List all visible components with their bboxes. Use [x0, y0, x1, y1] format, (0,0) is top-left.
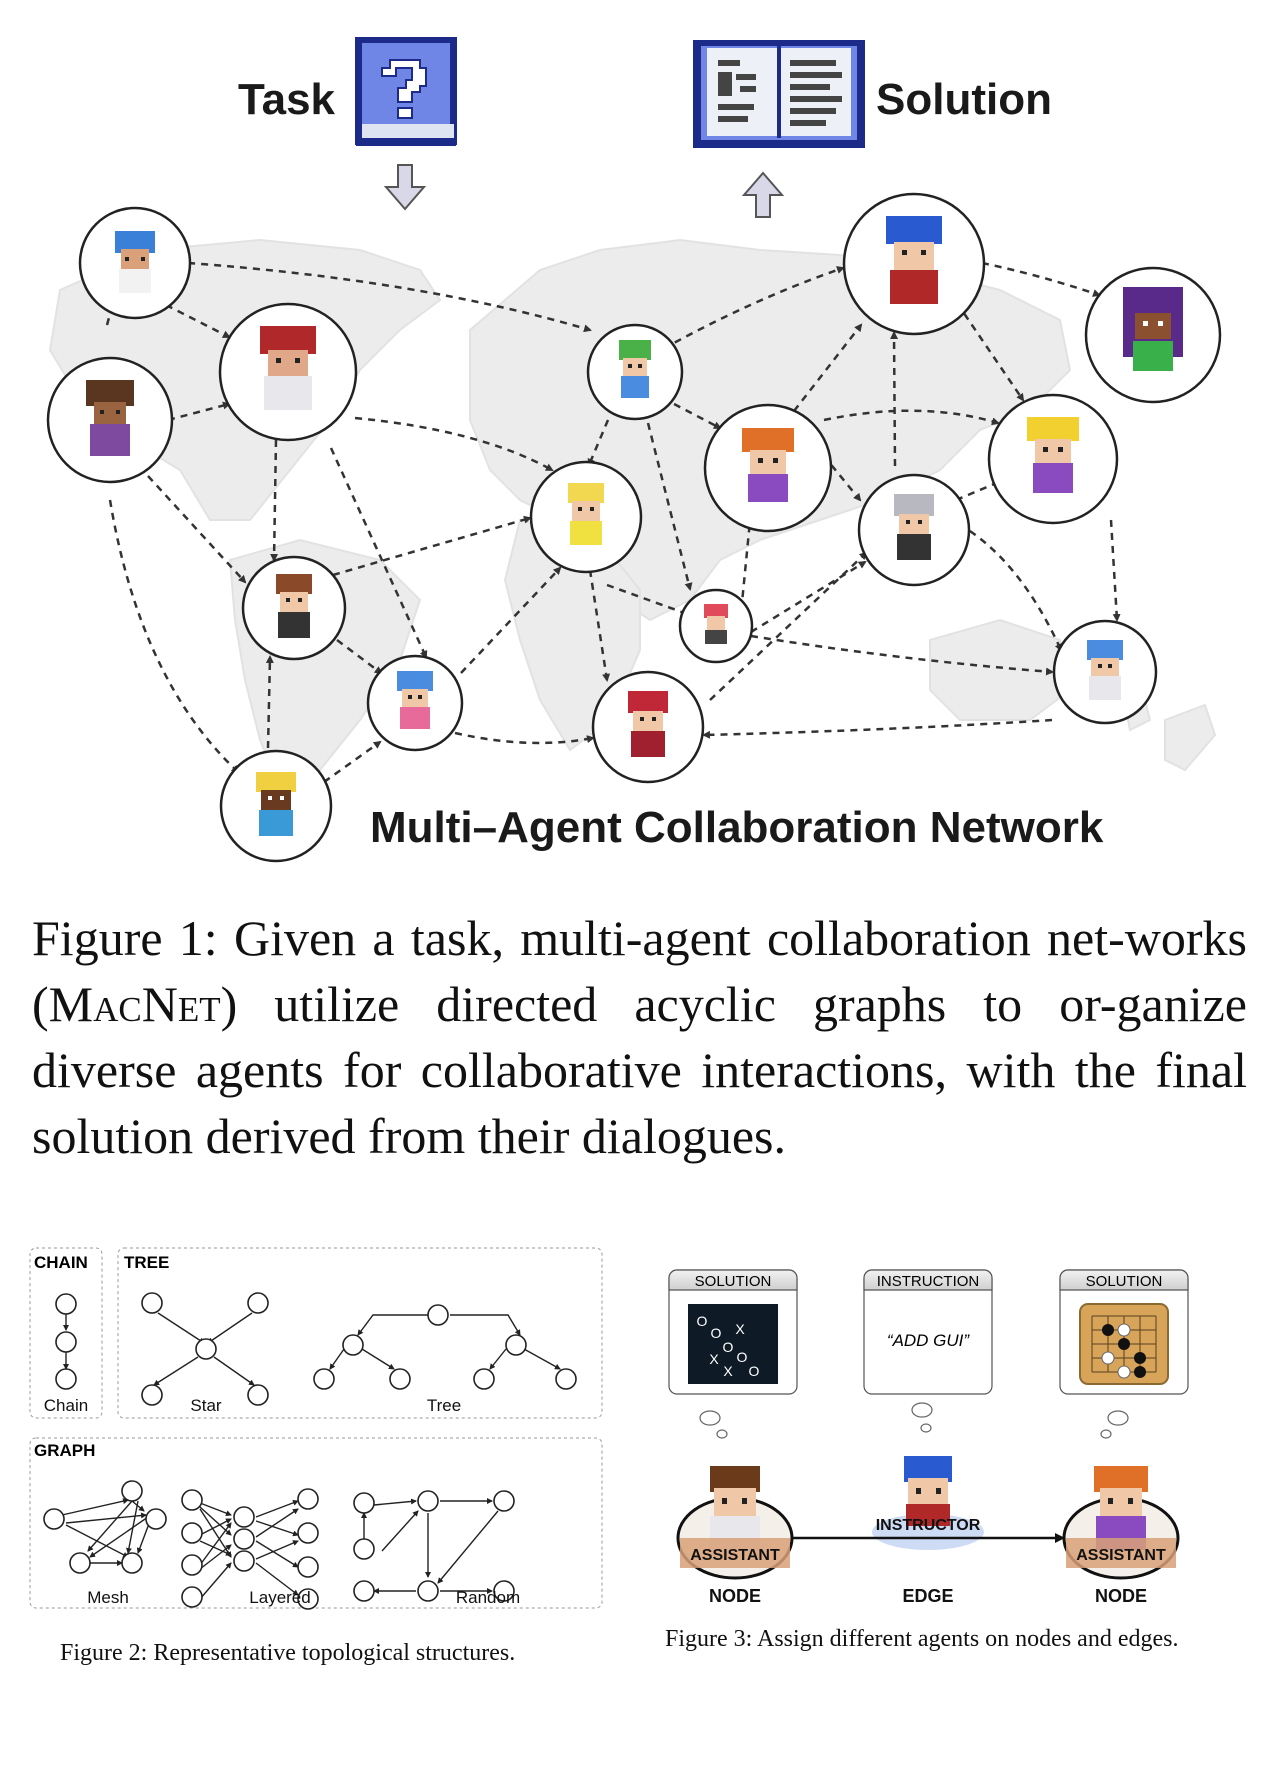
board-mark: O	[749, 1363, 760, 1379]
thought-bubble-icons	[699, 1402, 1129, 1439]
tree-panel	[117, 1247, 603, 1419]
chain-label: Chain	[44, 1396, 88, 1415]
task-label: Task	[238, 75, 336, 124]
macnet-name: MacNet	[48, 976, 221, 1032]
mesh-label: Mesh	[87, 1588, 129, 1607]
layered-node	[297, 1588, 319, 1610]
random-node	[417, 1580, 439, 1602]
random-label: Random	[456, 1588, 520, 1607]
random-node	[353, 1580, 375, 1602]
network-title: Multi–Agent Collaboration Network	[370, 803, 1104, 852]
mesh-node	[69, 1552, 91, 1574]
tree-node	[427, 1304, 449, 1326]
layered-node	[297, 1556, 319, 1578]
layered-node	[181, 1522, 203, 1544]
assistant-node-right: ASSISTANT	[1062, 1466, 1180, 1580]
layered-node	[181, 1489, 203, 1511]
tree-node	[342, 1334, 364, 1356]
caption-prefix: Figure 1: Given a task, multi-agent coll…	[32, 910, 1247, 1032]
board-mark: O	[723, 1339, 734, 1355]
assistant-role-label: ASSISTANT	[690, 1547, 780, 1564]
figure-1-diagram: Task Solution	[46, 37, 1222, 863]
solution-label: Solution	[876, 75, 1052, 124]
layered-node	[233, 1506, 255, 1528]
node-label-left: NODE	[709, 1586, 761, 1606]
graph-panel	[29, 1437, 603, 1609]
star-node	[141, 1384, 163, 1406]
graph-section-title: GRAPH	[34, 1441, 95, 1460]
star-node	[195, 1338, 217, 1360]
layered-node	[181, 1554, 203, 1576]
chain-node	[55, 1331, 77, 1353]
star-label: Star	[190, 1396, 222, 1415]
board-mark: O	[697, 1313, 708, 1329]
board-mark: X	[735, 1321, 745, 1337]
mesh-node	[121, 1480, 143, 1502]
agent-avatars	[86, 216, 1183, 836]
star-node	[247, 1384, 269, 1406]
instruction-box-title: INSTRUCTION	[877, 1273, 980, 1290]
board-mark: O	[711, 1325, 722, 1341]
random-node	[493, 1580, 515, 1602]
tree-node	[313, 1368, 335, 1390]
board-mark: X	[723, 1363, 733, 1379]
solution-box-title: SOLUTION	[695, 1273, 772, 1290]
tree-node	[389, 1368, 411, 1390]
layered-node	[181, 1586, 203, 1608]
figure-2-diagram: CHAIN TREE GRAPH	[29, 1247, 603, 1610]
layered-node	[297, 1488, 319, 1510]
chain-panel	[29, 1247, 103, 1419]
solution-box-left: SOLUTION O O X O X O X O	[668, 1269, 798, 1395]
board-mark: X	[709, 1351, 719, 1367]
layered-node	[233, 1550, 255, 1572]
figure-3-diagram: SOLUTION O O X O X O X O INSTRUCTION “AD…	[668, 1269, 1189, 1606]
arrow-down-icon	[383, 164, 427, 211]
figure-2-caption: Figure 2: Representative topological str…	[60, 1640, 516, 1666]
open-book-icon	[693, 40, 865, 148]
layered-node	[297, 1522, 319, 1544]
chain-section-title: CHAIN	[34, 1253, 88, 1272]
instructor-edge-agent: INSTRUCTOR	[872, 1456, 984, 1550]
figure-3-caption: Figure 3: Assign different agents on nod…	[665, 1626, 1179, 1652]
solution-box-right: SOLUTION	[1059, 1269, 1189, 1395]
random-node	[353, 1538, 375, 1560]
instructor-role-label: INSTRUCTOR	[876, 1517, 981, 1534]
assistant-node-left: ASSISTANT	[676, 1466, 794, 1580]
star-node	[141, 1292, 163, 1314]
tree-section-title: TREE	[124, 1253, 169, 1272]
board-mark: O	[737, 1349, 748, 1365]
go-board-icon	[1079, 1303, 1169, 1385]
tree-label: Tree	[427, 1396, 461, 1415]
node-label-right: NODE	[1095, 1586, 1147, 1606]
agent-nodes	[46, 192, 1222, 863]
figure-1-caption: Figure 1: Given a task, multi-agent coll…	[32, 905, 1247, 1169]
random-node	[493, 1490, 515, 1512]
network-edges	[105, 261, 1141, 784]
random-node	[417, 1490, 439, 1512]
tree-node	[555, 1368, 577, 1390]
instruction-box: INSTRUCTION “ADD GUI”	[863, 1269, 993, 1395]
tictactoe-board-icon	[688, 1304, 778, 1384]
assistant-role-label: ASSISTANT	[1076, 1547, 1166, 1564]
chain-node	[55, 1368, 77, 1390]
star-node	[247, 1292, 269, 1314]
solution-box-title: SOLUTION	[1086, 1273, 1163, 1290]
mesh-node	[145, 1508, 167, 1530]
chain-node	[55, 1293, 77, 1315]
question-book-icon	[355, 37, 457, 146]
layered-node	[233, 1528, 255, 1550]
mesh-node	[121, 1552, 143, 1574]
caption-suffix: ) utilize directed acyclic graphs to or-…	[32, 976, 1247, 1164]
instruction-text: “ADD GUI”	[887, 1331, 971, 1350]
tree-node	[505, 1334, 527, 1356]
mesh-node	[43, 1508, 65, 1530]
arrow-up-icon	[741, 171, 785, 218]
random-node	[353, 1492, 375, 1514]
layered-label: Layered	[249, 1588, 310, 1607]
tree-node	[473, 1368, 495, 1390]
edge-label: EDGE	[902, 1586, 953, 1606]
